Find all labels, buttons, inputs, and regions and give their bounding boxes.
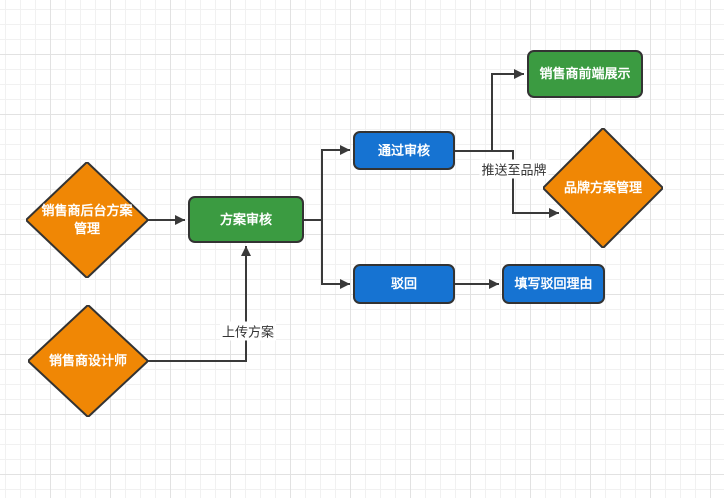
edge-pass-to-brand[interactable] bbox=[455, 150, 559, 218]
node-label: 通过审核 bbox=[377, 142, 430, 158]
diamond-shape bbox=[26, 162, 148, 278]
node-frontend-display[interactable]: 销售商前端展示 bbox=[527, 50, 643, 98]
node-label: 销售商前端展示 bbox=[539, 66, 631, 82]
edge-label-upload-plan[interactable]: 上传方案 bbox=[219, 321, 277, 341]
node-reject[interactable]: 驳回 bbox=[353, 264, 455, 304]
edge-designer-to-review[interactable] bbox=[148, 246, 251, 362]
edge-pass-to-frontend[interactable] bbox=[491, 69, 524, 151]
node-label: 品牌方案管理 bbox=[563, 180, 642, 196]
node-seller-designer[interactable]: 销售商设计师 bbox=[28, 305, 148, 417]
node-label: 销售商设计师 bbox=[48, 353, 127, 369]
node-label: 销售商后台方案管理 bbox=[41, 203, 133, 236]
edge-review-to-reject[interactable] bbox=[321, 220, 350, 289]
node-pass-review[interactable]: 通过审核 bbox=[353, 131, 455, 170]
node-label: 驳回 bbox=[390, 276, 417, 292]
edge-label-push-to-brand[interactable]: 推送至品牌 bbox=[479, 159, 549, 179]
diamond-shape bbox=[543, 128, 663, 248]
node-label: 方案审核 bbox=[219, 211, 272, 227]
node-seller-backend[interactable]: 销售商后台方案管理 bbox=[26, 162, 148, 278]
edge-review-to-pass[interactable] bbox=[321, 145, 350, 220]
node-brand-plan[interactable]: 品牌方案管理 bbox=[543, 128, 663, 248]
node-plan-review[interactable]: 方案审核 bbox=[188, 196, 304, 243]
node-label: 填写驳回理由 bbox=[514, 276, 593, 292]
node-fill-reject-reason[interactable]: 填写驳回理由 bbox=[502, 264, 605, 304]
diamond-shape bbox=[28, 305, 148, 417]
